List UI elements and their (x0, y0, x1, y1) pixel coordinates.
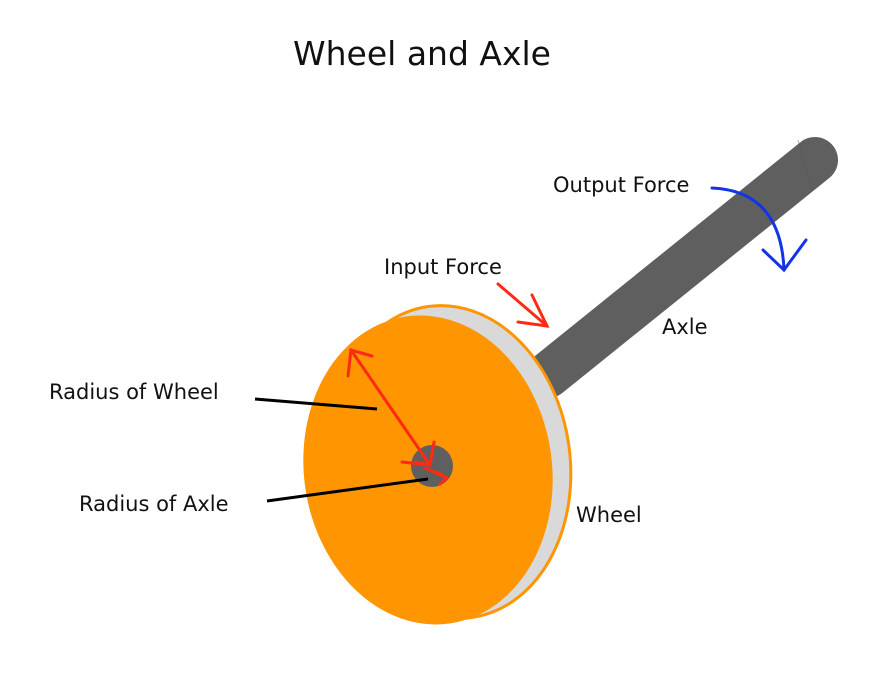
axle-shaft (525, 137, 838, 398)
radius-of-wheel-leader (254, 397, 378, 411)
diagram-title: Wheel and Axle (293, 34, 551, 73)
wheel-label: Wheel (576, 503, 642, 527)
output-force-label: Output Force (553, 173, 690, 197)
radius-of-axle-label: Radius of Axle (79, 492, 229, 516)
axle-label: Axle (662, 315, 708, 339)
input-force-arrow (496, 282, 550, 328)
radius-of-axle-leader (266, 477, 429, 503)
radius-of-wheel-arrow (346, 348, 450, 486)
radius-of-wheel-label: Radius of Wheel (49, 380, 219, 404)
input-force-label: Input Force (384, 255, 502, 279)
output-force-arrow (710, 186, 808, 273)
